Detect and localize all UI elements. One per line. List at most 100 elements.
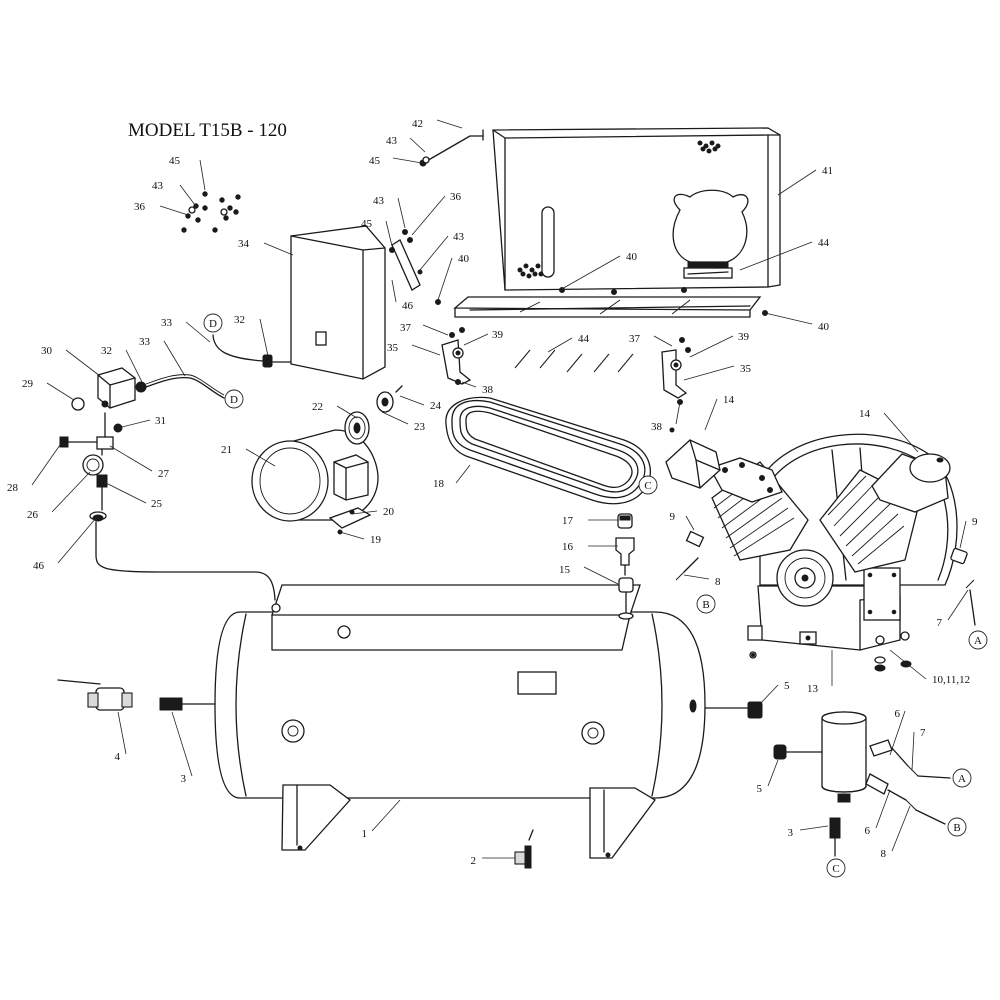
part-number-label: 25: [151, 498, 163, 510]
callout-leader: [371, 799, 401, 832]
callout-leader: [46, 382, 75, 401]
callout-leader: [461, 381, 477, 388]
callout-c43d: 43: [419, 231, 465, 271]
connector-letter: D: [230, 394, 238, 406]
callout-c36b: 36: [411, 191, 462, 236]
callout-c35a: 35: [387, 342, 441, 356]
connector-circle: [968, 630, 988, 650]
callout-leader: [911, 731, 915, 771]
motor-pulley: [344, 411, 370, 445]
callout-c32a: 32: [234, 314, 269, 357]
callout-leader: [336, 405, 358, 419]
part-number-label: 39: [492, 329, 504, 341]
part-number-label: 21: [221, 444, 232, 456]
callout-leader: [65, 349, 101, 377]
part-number-label: 32: [101, 345, 112, 357]
part-number-label: 45: [369, 155, 381, 167]
ball-valve: [57, 679, 133, 711]
callout-c5b: 5: [757, 759, 779, 795]
connector-letter: C: [832, 863, 839, 875]
part-number-label: 38: [482, 384, 494, 396]
callout-leader: [463, 333, 489, 346]
callout-c28: 28: [7, 444, 61, 494]
callout-leader: [764, 312, 813, 325]
callout-leader: [437, 257, 453, 301]
connector-circle: [224, 389, 244, 409]
drain-valve: [514, 829, 534, 869]
callout-leader: [397, 197, 406, 229]
aftercooler-manifold: [773, 711, 951, 857]
part-number-label: 23: [414, 421, 426, 433]
callout-c45b: 45: [369, 155, 423, 167]
connector-letter: A: [974, 635, 982, 647]
callout-leader: [31, 444, 61, 486]
callout-c3a: 3: [171, 711, 193, 785]
callout-leader: [109, 445, 153, 472]
callout-leader: [683, 574, 710, 580]
fitting-b: [675, 530, 705, 581]
part-number-label: 37: [629, 333, 641, 345]
part-number-label: 33: [139, 336, 151, 348]
callout-c1: 1: [362, 799, 401, 840]
callout-leader: [891, 805, 911, 852]
guard-back-plate: [435, 287, 768, 318]
callout-leader: [559, 255, 621, 291]
part-number-label: 31: [155, 415, 166, 427]
callout-c3b: 3: [788, 825, 829, 839]
callout-leader: [455, 464, 471, 484]
connector-ptD1: D: [203, 313, 223, 333]
callout-c9a: 9: [670, 511, 695, 531]
callout-c8b: 8: [881, 805, 911, 860]
hardware-group-top-left: [181, 191, 241, 233]
callout-c40c: 40: [764, 312, 830, 333]
connector-letter: D: [209, 318, 217, 330]
callout-leader: [385, 220, 393, 247]
part-number-label: 13: [807, 683, 819, 695]
callout-c33b: 33: [139, 336, 186, 377]
callout-leader: [875, 789, 891, 829]
part-number-label: 15: [559, 564, 571, 576]
part-number-label: 8: [881, 848, 887, 860]
callout-c19: 19: [339, 531, 382, 546]
callout-c34: 34: [238, 238, 294, 256]
connector-circle: [696, 594, 716, 614]
callout-leader: [767, 759, 779, 787]
callout-leader: [683, 365, 735, 381]
connector-letter: B: [702, 599, 709, 611]
part-number-label: 41: [822, 165, 833, 177]
callout-leader: [947, 589, 969, 621]
callout-leader: [185, 321, 211, 343]
callout-c14a: 14: [704, 394, 735, 431]
part-number-label: 10,11,12: [932, 674, 970, 686]
callout-leader: [399, 395, 425, 406]
connector-ptC1: C: [638, 475, 658, 495]
part-number-label: 42: [412, 118, 423, 130]
connector-circle: [203, 313, 223, 333]
callout-leader: [117, 711, 127, 755]
part-number-label: 43: [152, 180, 164, 192]
callout-c33a: 33: [161, 317, 211, 343]
callout-leader: [799, 825, 829, 831]
callout-c17: 17: [562, 515, 618, 527]
callout-c31: 31: [117, 415, 166, 429]
model-title: MODEL T15B - 120: [128, 120, 287, 141]
callout-leader: [263, 242, 294, 256]
callout-c44b: 44: [547, 333, 590, 353]
part-number-label: 43: [453, 231, 465, 243]
connector-letter: A: [958, 773, 966, 785]
callout-c40b: 40: [559, 251, 638, 291]
callout-c38a: 38: [461, 381, 494, 396]
drive-belts: [445, 396, 652, 505]
part-number-label: 33: [161, 317, 173, 329]
callout-c25: 25: [103, 481, 163, 510]
callout-leader: [117, 419, 151, 429]
part-number-label: 36: [450, 191, 462, 203]
callout-c39a: 39: [463, 329, 504, 346]
callout-c2: 2: [471, 855, 515, 867]
callout-c21: 21: [221, 444, 276, 467]
part-number-label: 35: [740, 363, 752, 375]
callout-c14b: 14: [859, 408, 919, 453]
callout-leader: [889, 710, 906, 756]
callout-leader: [777, 169, 817, 196]
